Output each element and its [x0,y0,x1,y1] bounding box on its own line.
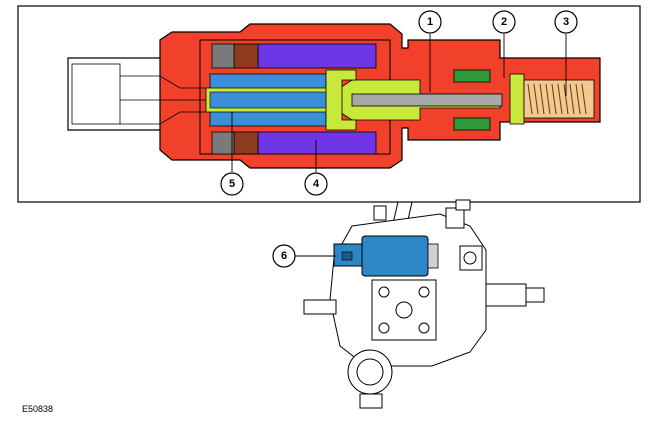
callout-5: 5 [220,172,244,196]
svg-text:2: 2 [501,16,507,28]
coil-winding-upper [257,43,377,69]
svg-text:5: 5 [229,178,235,190]
svg-text:1: 1 [427,16,433,28]
callout-6: 6 [272,244,296,268]
seal-lower [453,117,491,131]
push-rod [351,93,503,107]
fuel-pump-illustration [303,199,545,409]
valve-cross-section [67,23,601,169]
valve-flange [325,69,357,131]
spring-collar [509,73,525,125]
coil-end-lower-grey [211,131,235,155]
pump-left-fitting [303,299,337,315]
coil-end-upper-brown [233,43,259,69]
svg-text:6: 6 [281,250,287,262]
spring [527,83,587,115]
coil-end-lower-brown [233,131,259,155]
leader-lines [231,34,567,172]
pump-shaft [485,283,527,307]
armature-core [209,91,341,109]
coil-end-upper-grey [211,43,235,69]
coil-winding-lower [257,131,377,155]
figure-id: E50838 [22,404,53,414]
callout-1: 1 [418,10,442,34]
solenoid-valve-on-pump [333,235,439,277]
svg-text:3: 3 [563,16,569,28]
seal-upper [453,69,491,83]
svg-text:4: 4 [313,178,320,190]
callout-2: 2 [492,10,516,34]
connector-inner [71,63,121,125]
callout-3: 3 [554,10,578,34]
callout-4: 4 [304,172,328,196]
connector-wires [120,75,206,125]
